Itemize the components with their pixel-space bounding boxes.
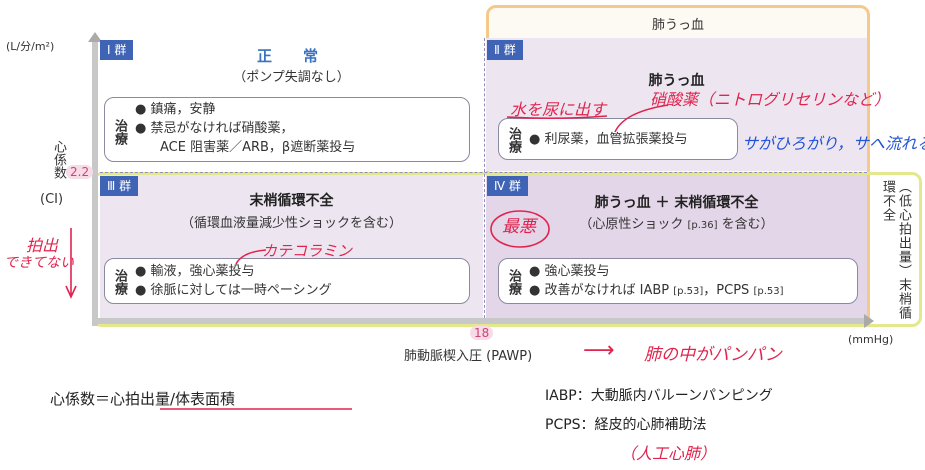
group-3-treatment-label: 治療 [112,269,127,295]
group-1-treatment-label: 治療 [112,119,127,145]
group-4-subtitle-main: （心原性ショック [579,217,684,232]
group-4-tag: Ⅳ 群 [487,176,528,196]
group-2-line-1: ● 利尿薬，血管拡張薬投与 [529,132,688,147]
group-2-treatment-box: 治療 ● 利尿薬，血管拡張薬投与 [498,118,738,160]
y-axis-arrow-icon [88,32,102,42]
annotation-cardiac-output-1: 拍出 [26,236,59,255]
group-3-tag: Ⅲ 群 [100,176,139,196]
y-axis-label: 心係数 [51,139,66,179]
group-1-title: 正 常 [256,47,326,65]
x-axis [92,318,864,324]
group-1-subtitle: （ポンプ失調なし） [233,70,350,85]
annotation-worst: 最悪 [502,217,536,237]
annotation-arrow: ⟶ [583,338,615,363]
annotation-artificial-heart: （人工心肺） [620,444,717,463]
group-4-subtitle: （心原性ショック [p.36] を含む） [486,213,867,232]
group-3-title: 末梢循環不全 [249,193,334,209]
annotation-water-urine: 水を尿に出す [510,100,607,119]
ci-threshold-line [100,172,867,173]
formula-underline [160,408,352,410]
group-4-line-1: ● 強心薬投与 [529,264,610,279]
group-4-line-2: ● 改善がなければ IABP [p.53]，PCPS [p.53] [529,282,784,300]
y-threshold: 2.2 [66,165,94,179]
y-threshold-wrap: 2.2 [66,165,94,180]
peripheral-failure-label: （低心拍出量）末梢循環不全 [880,180,911,320]
y-axis-unit: (L/分/m²) [6,40,55,53]
group-4-line-2-page-1: [p.53] [673,286,704,297]
group-1-line-2: ● 禁忌がなければ硝酸薬， [135,121,294,136]
pcps-definition: PCPS：経皮的心肺補助法 [545,417,707,433]
group-4-line-2-page-2: [p.53] [753,286,784,297]
x-threshold-wrap: 18 [470,326,494,341]
ci-formula: 心係数＝心拍出量/体表面積 [50,390,236,408]
x-threshold: 18 [470,326,494,340]
annotation-catecholamine-pointer [235,249,267,265]
annotation-catecholamine: カテコラミン [262,242,353,260]
group-1-line-3: ACE 阻害薬／ARB，β遮断薬投与 [160,140,356,155]
x-axis-unit: (mmHg) [848,333,894,346]
y-axis [92,38,98,326]
group-3-subtitle: （循環血液量減少性ショックを含む） [180,216,402,231]
group-2-title: 肺うっ血 [648,73,705,89]
group-4-subtitle-end: を含む） [721,217,774,232]
group-4-treatment-box: 治療 ● 強心薬投与 ● 改善がなければ IABP [p.53]，PCPS [p… [498,258,858,304]
annotation-nitrate: 硝酸薬（ニトログリセリンなど） [650,90,891,109]
group-1-tag: Ⅰ 群 [100,40,134,60]
x-axis-arrow-icon [864,314,874,328]
annotation-cardiac-output-2: できてない [4,255,74,271]
pawp-threshold-line [484,38,485,318]
group-3-treatment-box: 治療 ● 輸液，強心薬投与 ● 徐脈に対しては一時ペーシング [104,258,470,304]
annotation-underline-mizu [506,115,608,120]
annotation-nitrate-pointer [614,104,669,133]
group-2-tag: Ⅱ 群 [487,40,523,60]
group-1-line-1: ● 鎮痛，安静 [135,102,216,117]
annotation-blue-note: サがひろがり，サへ流れる [742,134,925,153]
group-2-treatment-label: 治療 [506,127,521,153]
group-1-treatment-box: 治療 ● 鎮痛，安静 ● 禁忌がなければ硝酸薬， ACE 阻害薬／ARB，β遮断… [104,97,470,162]
annotation-lungs-full: 肺の中がパンパン [644,345,782,365]
iabp-definition: IABP：大動脈内バルーンパンピング [545,388,773,404]
annotation-down-arrow-icon [65,228,77,299]
y-axis-abbr: (CI) [40,192,64,207]
group-3-line-2: ● 徐脈に対しては一時ペーシング [135,283,332,298]
group-4-line-2-main: ● 改善がなければ IABP [529,283,670,298]
pulmonary-congestion-label: 肺うっ血 [651,18,704,33]
x-axis-label: 肺動脈楔入圧 (PAWP) [404,349,533,364]
group-4-subtitle-page: [p.36] [687,220,718,231]
group-4-line-2-mid: ，PCPS [703,283,750,298]
peripheral-failure-label-box: （低心拍出量）末梢循環不全 [870,180,920,320]
group-4-title: 肺うっ血 ＋ 末梢循環不全 [594,195,759,211]
group-3-line-1: ● 輸液，強心薬投与 [135,264,255,279]
group-4-treatment-label: 治療 [506,269,521,295]
annotation-worst-circle-icon [490,210,550,248]
